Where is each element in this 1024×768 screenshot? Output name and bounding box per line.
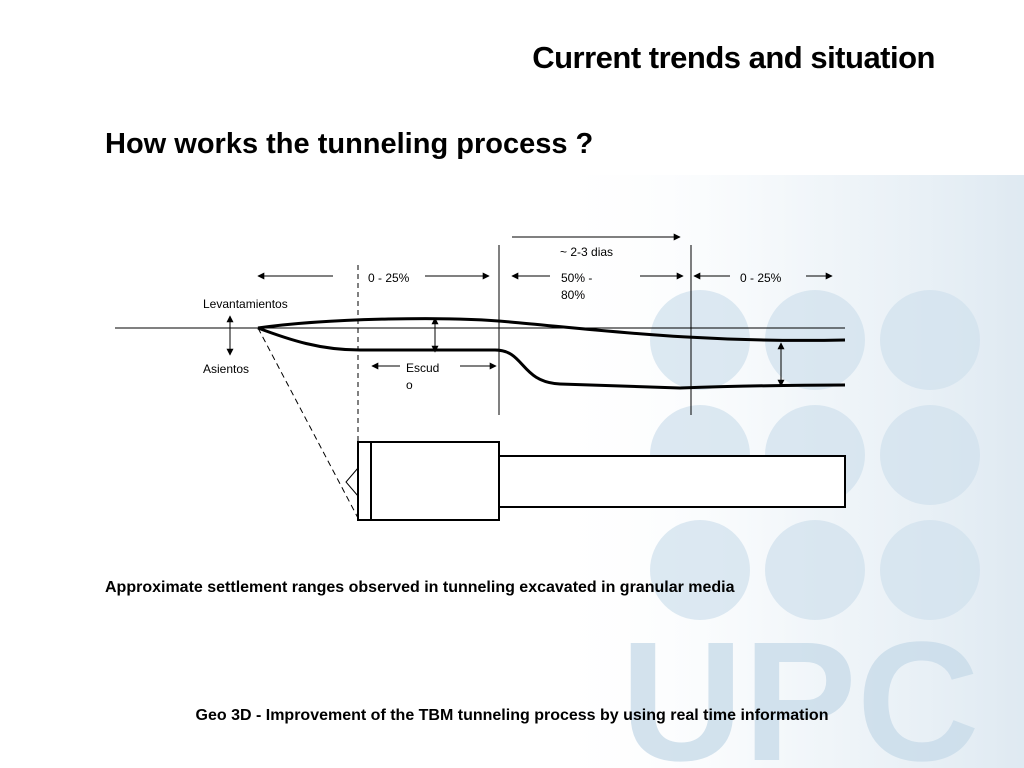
label-duration: ~ 2-3 dias (560, 245, 613, 259)
label-range-tail: 0 - 25% (740, 271, 782, 285)
label-heave: Levantamientos (203, 297, 288, 311)
label-shield-line2: o (406, 378, 413, 392)
tbm-backup-train (498, 455, 846, 508)
heave-curve (257, 317, 846, 342)
figure-caption: Approximate settlement ranges observed i… (105, 579, 735, 596)
label-range-shield-line2: 80% (561, 288, 585, 302)
slide-footer: Geo 3D - Improvement of the TBM tunnelin… (195, 707, 829, 724)
label-range-shield-line1: 50% - (561, 271, 592, 285)
slide-title: Current trends and situation (532, 40, 935, 75)
tbm-cutter-tip (345, 467, 359, 497)
tbm-machine (345, 441, 846, 521)
tbm-shield-body (357, 441, 500, 521)
watermark-text: UPC (621, 607, 980, 768)
label-settlement: Asientos (203, 362, 249, 376)
slide-subtitle: How works the tunneling process ? (105, 128, 594, 160)
influence-dashed-line (257, 327, 359, 519)
settlement-curve (257, 326, 846, 390)
label-shield-line1: Escud (406, 361, 439, 375)
label-range-front: 0 - 25% (368, 271, 410, 285)
